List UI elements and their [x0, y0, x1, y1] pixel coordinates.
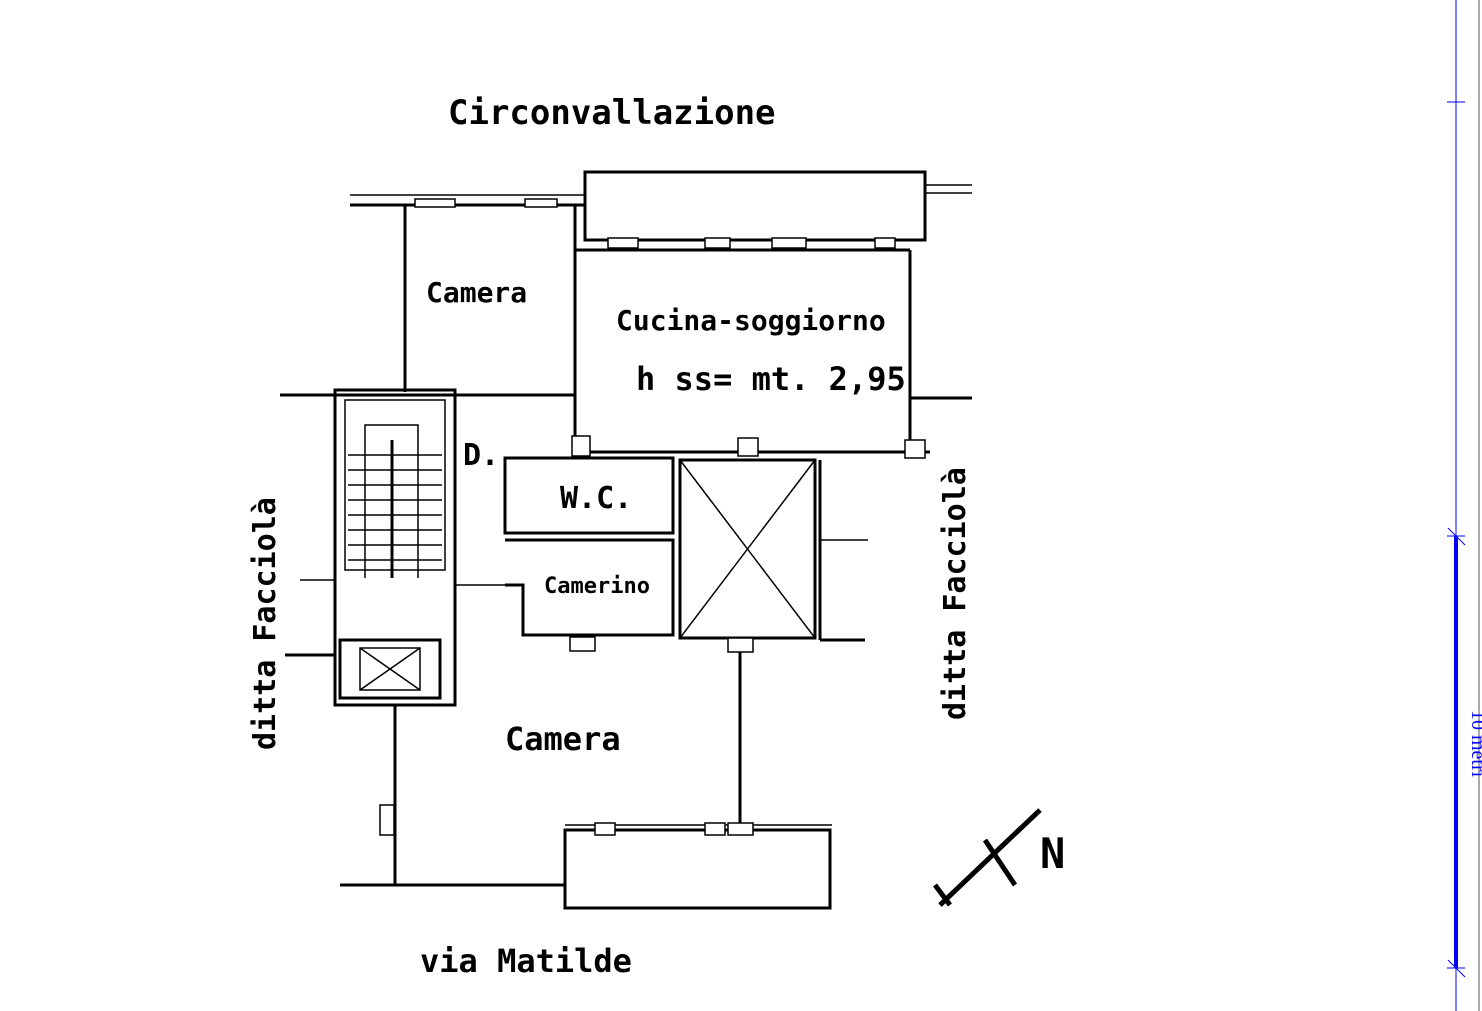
room-camera-top: Camera	[426, 276, 527, 309]
windows	[414, 198, 926, 836]
room-camerino: Camerino	[544, 574, 650, 599]
scale-bar	[1447, 0, 1480, 1011]
street-bottom-label: via Matilde	[420, 942, 632, 980]
stairs	[348, 424, 442, 578]
room-cucina-soggiorno: Cucina-soggiorno	[616, 304, 886, 337]
room-camera-bottom: Camera	[505, 720, 621, 758]
neighbor-left-label: ditta Facciolà	[248, 497, 283, 750]
north-arrow-icon	[933, 808, 1042, 907]
neighbor-right-label: ditta Facciolà	[938, 467, 973, 720]
room-wc: W.C.	[560, 481, 632, 516]
room-height-label: h ss= mt. 2,95	[636, 360, 906, 398]
scale-bar-label: 10 metri	[1467, 710, 1482, 778]
north-label: N	[1040, 829, 1065, 878]
room-disimpegno: D.	[463, 438, 499, 473]
walls	[280, 170, 972, 910]
street-top-label: Circonvallazione	[448, 93, 776, 133]
